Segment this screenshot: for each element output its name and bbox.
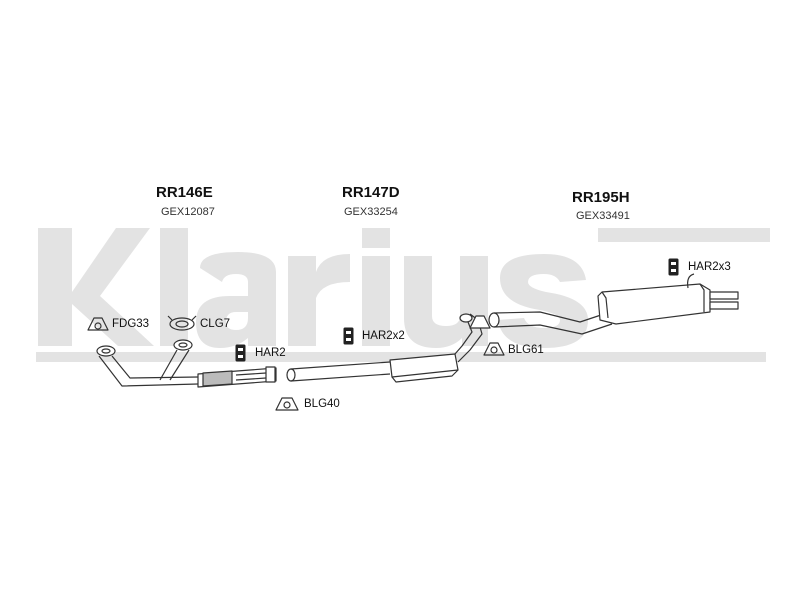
- rear-section: [488, 273, 739, 335]
- part-label-blg61: BLG61: [508, 344, 544, 356]
- part-label-fdg33: FDG33: [112, 318, 150, 330]
- rubber-hanger-icon: [235, 344, 246, 362]
- gasket-icon: [87, 317, 109, 331]
- clamp-icon: [167, 315, 197, 331]
- section-code-rr146e: RR146E: [156, 184, 213, 201]
- section-ref-gex33254: GEX33254: [344, 206, 398, 218]
- section-code-rr195h: RR195H: [572, 189, 630, 206]
- part-label-blg40: BLG40: [304, 398, 340, 410]
- front-downpipe: [96, 339, 277, 388]
- section-ref-gex12087: GEX12087: [161, 206, 215, 218]
- bolt-gasket-icon: [483, 342, 505, 356]
- section-code-rr147d: RR147D: [342, 184, 400, 201]
- part-label-har2: HAR2: [255, 347, 286, 359]
- bolt-gasket-icon: [275, 397, 299, 411]
- part-label-har2x2: HAR2x2: [362, 330, 405, 342]
- rubber-hanger-icon: [668, 258, 679, 276]
- intermediate-pipe: [286, 313, 483, 383]
- part-label-clg7: CLG7: [200, 318, 231, 330]
- section-ref-gex33491: GEX33491: [576, 210, 630, 222]
- part-label-har2x3: HAR2x3: [688, 261, 731, 273]
- rubber-hanger-icon: [343, 327, 354, 345]
